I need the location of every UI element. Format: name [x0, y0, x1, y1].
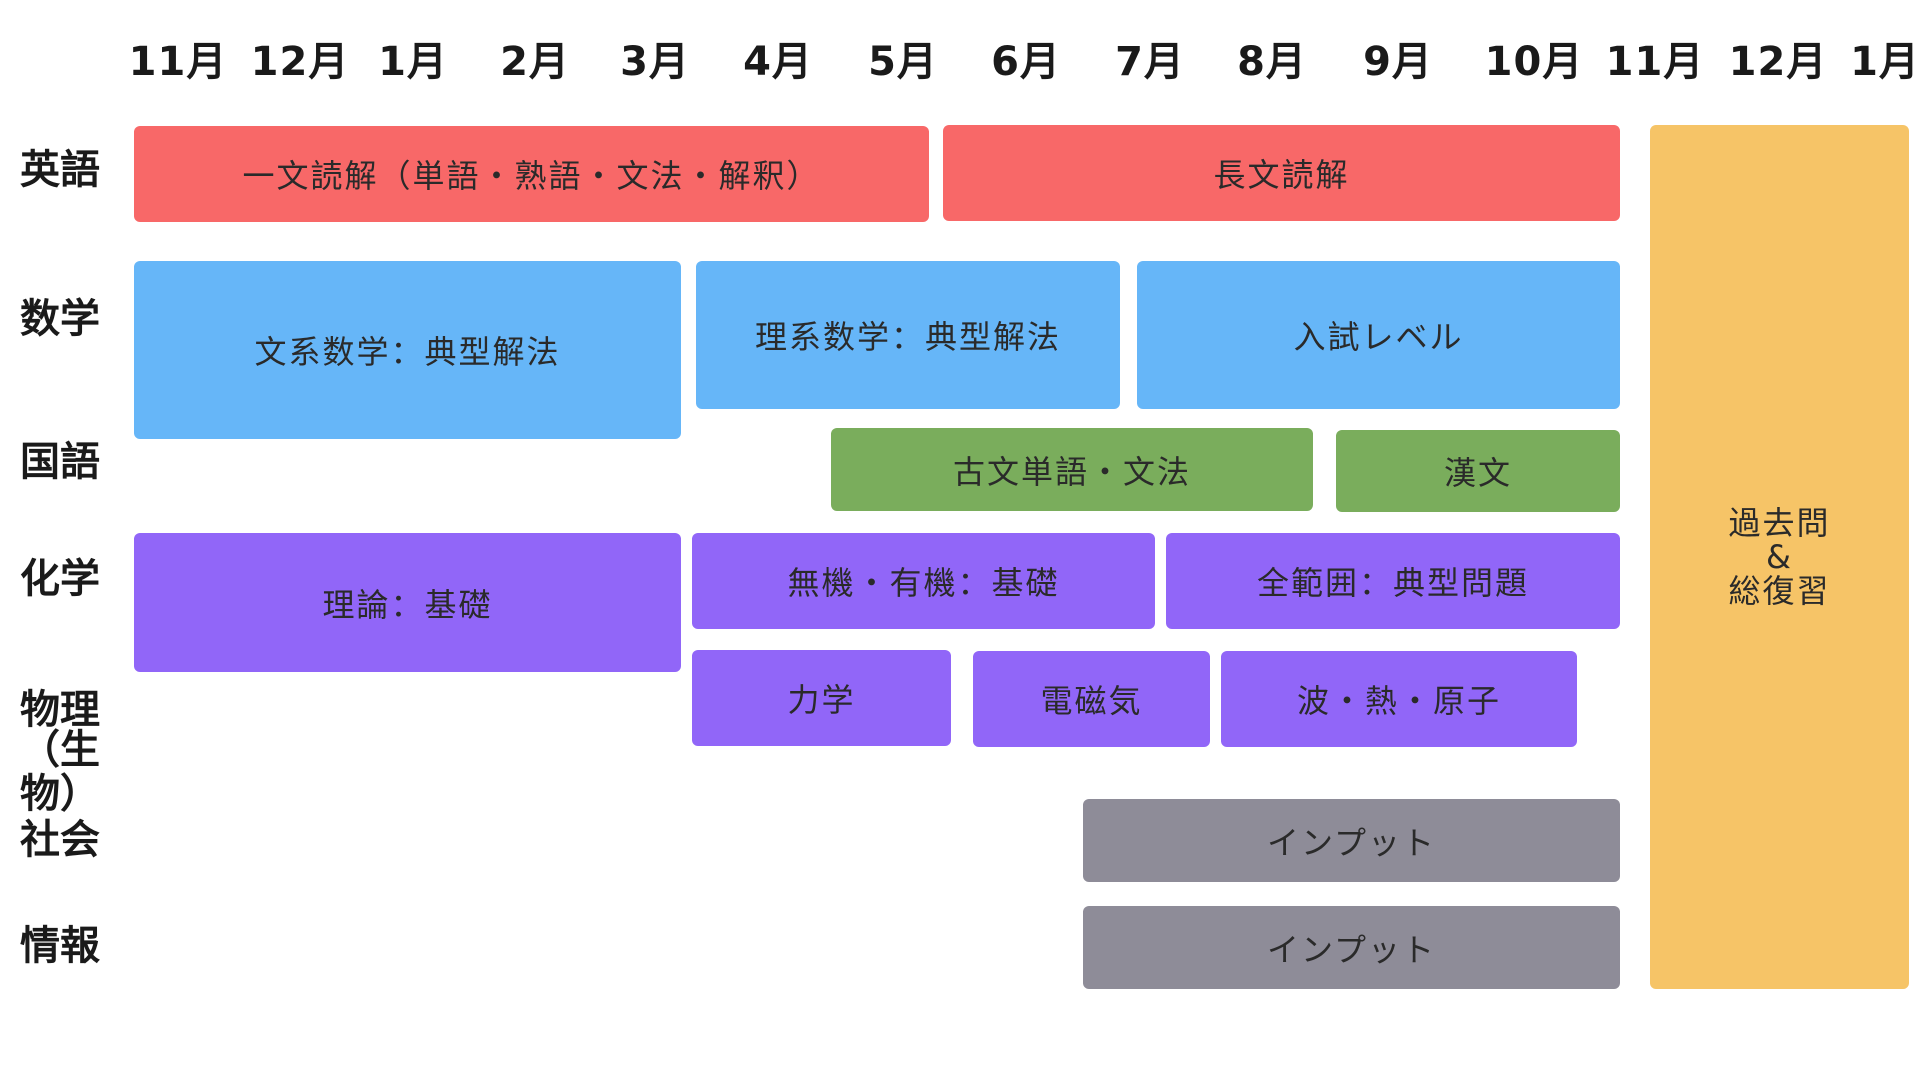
review-line1: 過去問 — [1728, 504, 1831, 542]
info-bar-input: インプット — [1083, 906, 1620, 989]
chemistry-bar-inorganic-organic: 無機・有機：基礎 — [692, 533, 1155, 629]
chemistry-bar-full-range: 全範囲：典型問題 — [1166, 533, 1620, 629]
subject-chemistry: 化学 — [20, 556, 100, 602]
japanese-bar-kanbun: 漢文 — [1336, 430, 1620, 512]
month-label: 5月 — [868, 39, 938, 85]
english-bar-sentence-reading: 一文読解（単語・熟語・文法・解釈） — [134, 126, 929, 222]
review-line2: & — [1766, 538, 1793, 576]
physics-bar-mechanics: 力学 — [692, 650, 951, 746]
subject-english: 英語 — [20, 147, 100, 193]
subject-info: 情報 — [20, 923, 100, 969]
month-label: 12月 — [250, 39, 350, 85]
physics-bar-electromagnetism: 電磁気 — [973, 651, 1210, 747]
subject-social: 社会 — [20, 817, 100, 863]
month-label: 3月 — [620, 39, 690, 85]
month-label: 1月 — [378, 39, 448, 85]
month-label: 10月 — [1484, 39, 1584, 85]
physics-bar-waves-heat-atoms: 波・熱・原子 — [1221, 651, 1577, 747]
math-bar-humanities: 文系数学：典型解法 — [134, 261, 681, 439]
month-label: 12月 — [1728, 39, 1828, 85]
month-label: 9月 — [1363, 39, 1433, 85]
subject-math: 数学 — [20, 296, 100, 342]
review-line3: 総復習 — [1728, 572, 1831, 610]
review-bar: 過去問 & 総復習 — [1650, 125, 1909, 989]
japanese-bar-classics: 古文単語・文法 — [831, 428, 1313, 511]
month-label: 8月 — [1237, 39, 1307, 85]
chemistry-bar-theory: 理論：基礎 — [134, 533, 681, 672]
month-label: 6月 — [991, 39, 1061, 85]
month-label: 1月 — [1850, 39, 1920, 85]
month-label: 7月 — [1115, 39, 1185, 85]
subject-japanese: 国語 — [20, 439, 100, 485]
english-bar-long-reading: 長文読解 — [943, 125, 1620, 221]
month-label: 11月 — [128, 39, 228, 85]
month-label: 11月 — [1605, 39, 1705, 85]
month-label: 2月 — [500, 39, 570, 85]
subject-physics-line1: 物理 — [20, 687, 100, 733]
math-bar-exam-level: 入試レベル — [1137, 261, 1620, 409]
subject-physics: 物理 （生物） — [0, 688, 120, 816]
month-label: 4月 — [743, 39, 813, 85]
social-bar-input: インプット — [1083, 799, 1620, 882]
math-bar-science: 理系数学：典型解法 — [696, 261, 1120, 409]
subject-physics-line2: （生物） — [20, 727, 100, 817]
